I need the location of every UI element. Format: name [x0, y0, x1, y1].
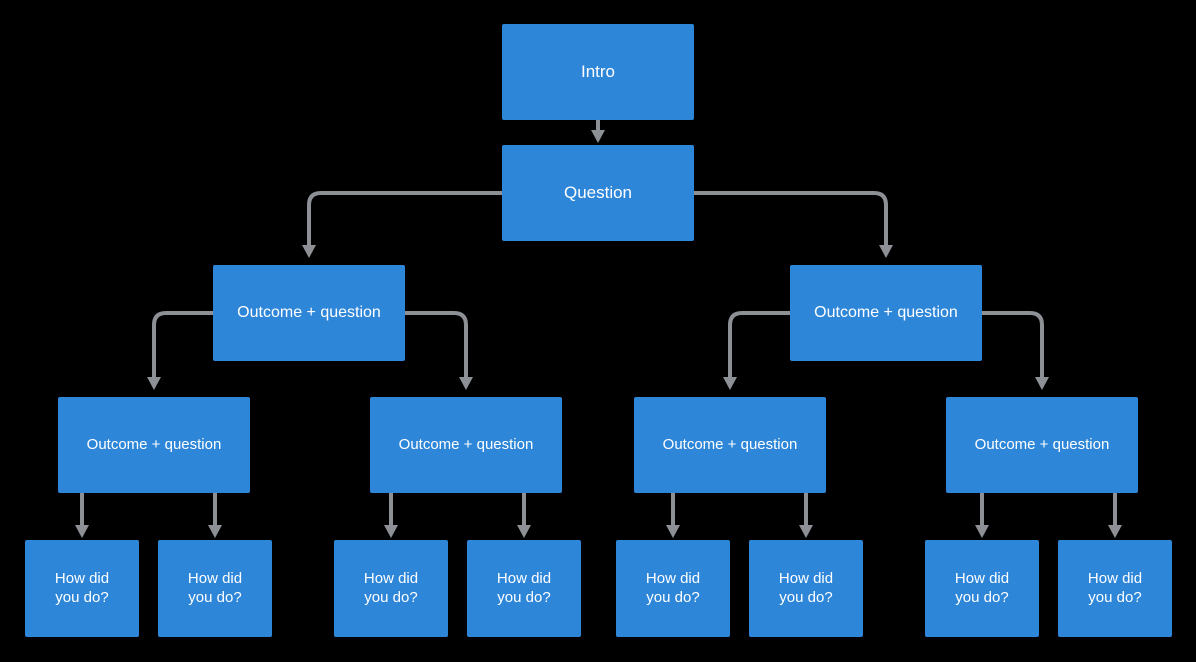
arrowhead-icon — [208, 525, 222, 538]
node-label: Question — [563, 183, 633, 203]
node-label: Intro — [580, 62, 616, 82]
connector-line — [152, 311, 213, 377]
arrowhead-icon — [799, 525, 813, 538]
node-label: Outcome + question — [237, 304, 381, 321]
connector-line — [405, 311, 468, 377]
node-h1[interactable]: How did you do? — [25, 540, 139, 637]
node-o3a[interactable]: Outcome + question — [58, 397, 250, 493]
connector-line — [307, 191, 502, 245]
node-label: How did you do? — [187, 569, 243, 606]
node-intro[interactable]: Intro — [502, 24, 694, 120]
arrowhead-icon — [1035, 377, 1049, 390]
connector-line — [728, 311, 790, 377]
node-label: How did you do? — [954, 569, 1010, 606]
arrowhead-icon — [723, 377, 737, 390]
node-label: How did you do? — [363, 569, 419, 606]
node-label: Outcome + question — [662, 435, 798, 453]
node-h7[interactable]: How did you do? — [925, 540, 1039, 637]
arrowhead-icon — [75, 525, 89, 538]
node-o2a[interactable]: Outcome + question — [213, 265, 405, 361]
node-label: How did you do? — [54, 569, 110, 606]
node-h2[interactable]: How did you do? — [158, 540, 272, 637]
node-o3c[interactable]: Outcome + question — [634, 397, 826, 493]
connector-line — [694, 191, 888, 245]
node-h8[interactable]: How did you do? — [1058, 540, 1172, 637]
node-o3b[interactable]: Outcome + question — [370, 397, 562, 493]
node-label: How did you do? — [496, 569, 552, 606]
node-label: Outcome + question — [814, 304, 958, 321]
arrowhead-icon — [517, 525, 531, 538]
arrowhead-icon — [975, 525, 989, 538]
arrowhead-icon — [147, 377, 161, 390]
node-label: How did you do? — [645, 569, 701, 606]
node-label: Outcome + question — [974, 435, 1110, 453]
node-q[interactable]: Question — [502, 145, 694, 241]
node-label: Outcome + question — [398, 435, 534, 453]
arrowhead-icon — [879, 245, 893, 258]
arrowhead-icon — [666, 525, 680, 538]
arrowhead-icon — [459, 377, 473, 390]
connector-line — [982, 311, 1044, 377]
arrowhead-icon — [384, 525, 398, 538]
node-h5[interactable]: How did you do? — [616, 540, 730, 637]
node-label: How did you do? — [778, 569, 834, 606]
node-label: Outcome + question — [86, 435, 222, 453]
arrowhead-icon — [591, 130, 605, 143]
node-label: How did you do? — [1087, 569, 1143, 606]
node-o2b[interactable]: Outcome + question — [790, 265, 982, 361]
arrowhead-icon — [1108, 525, 1122, 538]
node-h3[interactable]: How did you do? — [334, 540, 448, 637]
node-h4[interactable]: How did you do? — [467, 540, 581, 637]
node-o3d[interactable]: Outcome + question — [946, 397, 1138, 493]
arrowhead-icon — [302, 245, 316, 258]
node-h6[interactable]: How did you do? — [749, 540, 863, 637]
